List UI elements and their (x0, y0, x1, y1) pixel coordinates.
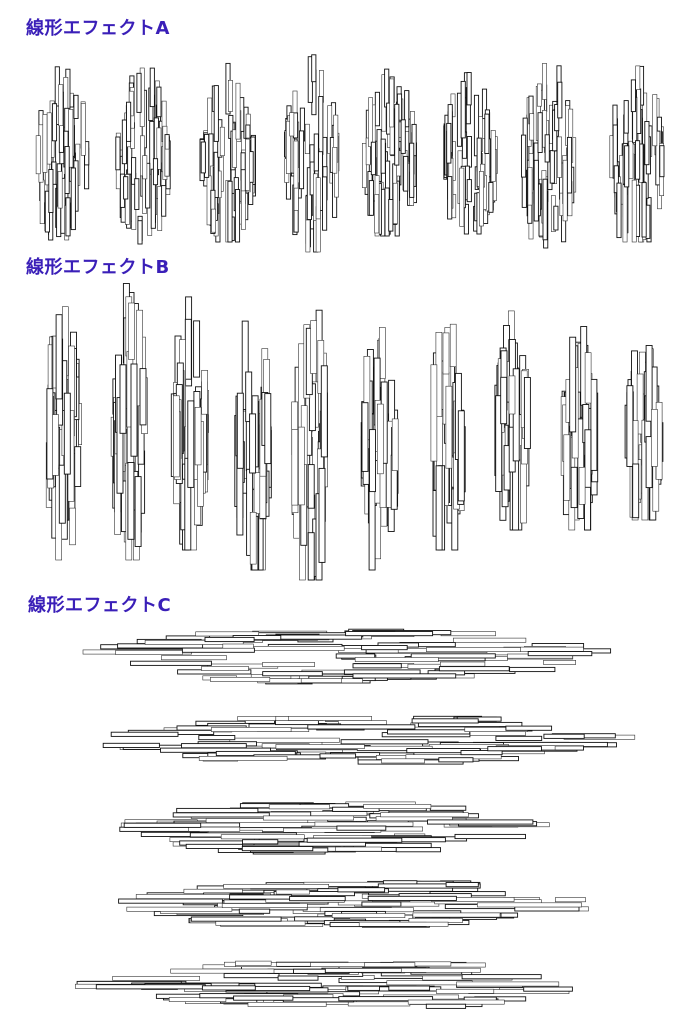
effect-a-cluster (361, 68, 417, 237)
effect-a-cluster (284, 54, 340, 253)
effect-b-cluster (494, 310, 531, 531)
effect-c-band (119, 801, 550, 855)
effect-c-group (75, 628, 636, 1009)
effect-b-group (45, 283, 664, 581)
effect-b-cluster (234, 320, 272, 571)
section-title-effect-a: 線形エフェクトA (26, 18, 170, 39)
effect-a-cluster (521, 63, 577, 249)
effect-b-cluster (170, 296, 209, 551)
effect-b-cluster (291, 309, 328, 581)
section-title-effect-b: 線形エフェクトB (26, 257, 170, 278)
effect-b-cluster (624, 345, 664, 521)
effect-c-band (118, 880, 589, 928)
effect-b-cluster (360, 327, 399, 571)
effect-a-group (35, 54, 665, 253)
effect-a-cluster (609, 65, 665, 243)
effect-a-cluster (115, 67, 171, 245)
effect-a-cluster (199, 62, 256, 243)
effect-a-cluster (35, 66, 90, 241)
effect-a-cluster (443, 72, 498, 235)
effect-b-cluster (110, 283, 148, 561)
section-title-effect-c: 線形エフェクトC (28, 595, 172, 616)
effect-b-cluster (45, 306, 82, 561)
effect-b-cluster (560, 326, 599, 531)
effect-c-band (82, 628, 612, 685)
effect-b-cluster (430, 323, 466, 551)
effect-c-band (75, 960, 573, 1009)
effect-c-band (102, 715, 636, 765)
